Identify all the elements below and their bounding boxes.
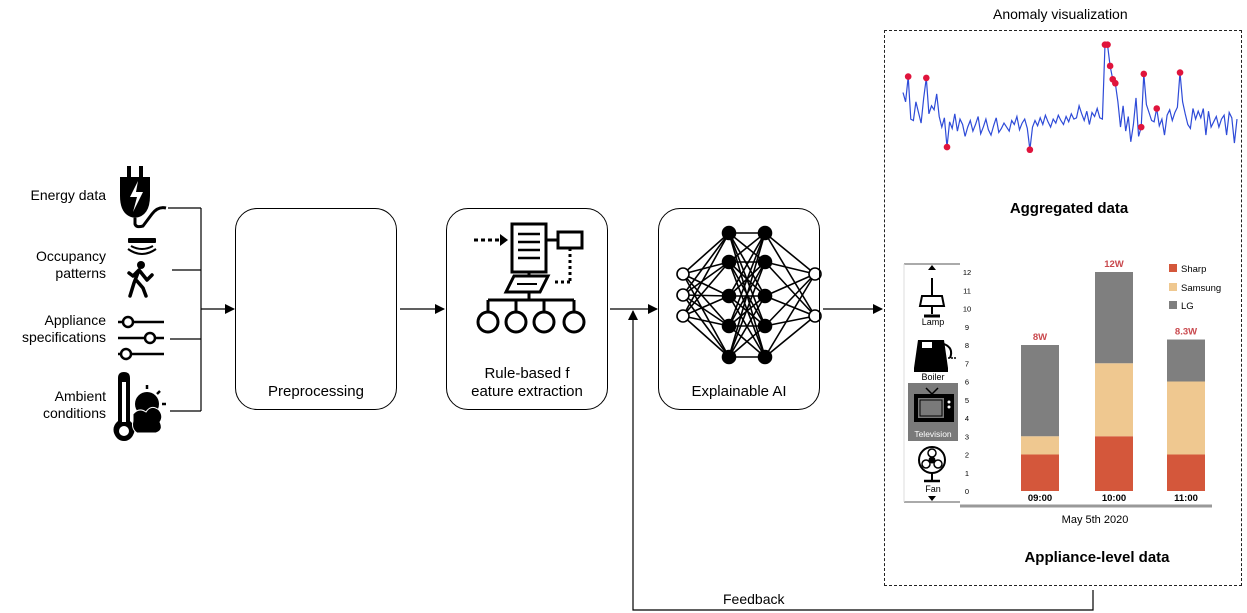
legend-label: Samsung (1181, 283, 1221, 294)
y-tick-label: 11 (963, 286, 971, 295)
thermometer-sun-icon (113, 372, 166, 441)
nn-node (808, 267, 822, 281)
bar-total-label: 8W (1033, 332, 1047, 343)
nn-node (757, 318, 773, 334)
feedback-label: Feedback (723, 591, 785, 607)
bar-total-label: 12W (1104, 259, 1124, 270)
scroll-down-arrow-icon[interactable] (928, 496, 936, 501)
input-label-energy: Energy data (30, 187, 107, 203)
nn-node (721, 254, 737, 270)
legend-label: LG (1181, 301, 1194, 312)
nn-node (676, 309, 690, 323)
stage-label: Preprocessing (268, 383, 364, 400)
legend-label: Sharp (1181, 264, 1206, 275)
tv-icon[interactable] (914, 387, 954, 422)
appliance-title: Appliance-level data (1024, 549, 1170, 566)
bar-segment-samsung (1095, 363, 1133, 437)
anomaly-point (904, 73, 912, 80)
plug-icon (120, 166, 167, 229)
bar-segment-sharp (1095, 436, 1133, 491)
y-tick-label: 5 (965, 396, 969, 405)
nn-node (808, 309, 822, 323)
anomaly-point (1112, 79, 1119, 87)
bar-segment-samsung (1167, 381, 1205, 455)
y-tick-label: 8 (965, 341, 969, 350)
stage-preprocessing: Preprocessing (235, 208, 397, 410)
x-axis-label: May 5th 2020 (1062, 514, 1129, 526)
bar-segment-sharp (1021, 454, 1059, 491)
anomaly-point (1106, 62, 1114, 70)
bar-segment-sharp (1167, 454, 1205, 491)
nn-node (721, 288, 737, 304)
y-tick-label: 12 (963, 268, 971, 277)
anomaly-point (1137, 123, 1145, 131)
appliance-label-boiler: Boiler (921, 372, 945, 382)
nn-node (676, 267, 690, 281)
nn-node (721, 349, 737, 365)
nn-node (676, 288, 690, 302)
input-connectors (168, 207, 235, 412)
y-tick-label: 6 (965, 378, 969, 387)
anomaly-point (1104, 41, 1111, 48)
appliance-label-lamp: Lamp (921, 317, 945, 327)
aggregated-title: Aggregated data (1009, 200, 1129, 217)
panel-title: Anomaly visualization (993, 6, 1128, 22)
bar-segment-lg (1095, 272, 1133, 364)
legend-swatch (1169, 283, 1177, 291)
input-label-occupancy: Occupancy patterns (35, 248, 106, 281)
legend-swatch (1169, 301, 1177, 309)
bar-segment-lg (1167, 339, 1205, 382)
input-label-appliance-specs: Appliance specifications (21, 312, 106, 345)
y-tick-label: 9 (965, 323, 969, 332)
y-tick-label: 3 (965, 432, 969, 441)
stage-explainable-ai: Explainable AI (658, 208, 820, 410)
x-tick-label: 11:00 (1174, 493, 1198, 504)
stage-connectors (400, 304, 1094, 611)
nn-node (757, 349, 773, 365)
input-label-ambient: Ambient conditions (42, 388, 106, 421)
anomaly-panel (884, 30, 1242, 586)
bar-total-label: 8.3W (1175, 327, 1197, 338)
anomaly-point (943, 143, 951, 151)
stage-label: Explainable AI (691, 383, 787, 400)
stage-feature-extraction: Rule-based f eature extraction (446, 208, 608, 410)
fan-icon[interactable] (918, 446, 946, 483)
nn-node (721, 225, 737, 241)
sliders-icon (118, 315, 164, 361)
y-tick-label: 10 (963, 305, 971, 314)
x-tick-label: 09:00 (1028, 493, 1052, 504)
feature-extraction-icon (474, 222, 586, 334)
y-tick-label: 7 (965, 359, 969, 368)
x-tick-label: 10:00 (1102, 493, 1126, 504)
person-sensor-icon (127, 238, 157, 298)
anomaly-point (1153, 105, 1161, 112)
bar-segment-samsung (1021, 436, 1059, 455)
bar-segment-lg (1021, 345, 1059, 437)
anomaly-point (1140, 70, 1148, 78)
legend-swatch (1169, 264, 1177, 272)
aggregated-line-chart (902, 41, 1238, 154)
y-tick-label: 4 (965, 414, 969, 423)
scroll-up-arrow-icon[interactable] (928, 265, 936, 270)
y-tick-label: 0 (965, 487, 969, 496)
appliance-bar-chart: 01234567891011128W09:0012W10:008.3W11:00… (960, 259, 1221, 526)
aggregated-series-line (902, 44, 1238, 150)
anomaly-point (923, 74, 930, 82)
nn-node (757, 225, 773, 241)
anomaly-point (1176, 69, 1184, 76)
appliance-label-television: Television (914, 429, 952, 439)
stage-label: Rule-based f eature extraction (471, 365, 583, 400)
appliance-selector[interactable] (903, 263, 960, 503)
y-tick-label: 1 (965, 469, 969, 478)
nn-node (757, 288, 773, 304)
y-tick-label: 2 (965, 451, 969, 460)
nn-node (757, 254, 773, 270)
appliance-label-fan: Fan (925, 484, 941, 494)
neural-network-icon (676, 225, 822, 365)
kettle-icon[interactable] (914, 340, 956, 372)
anomaly-point (1026, 146, 1034, 154)
lamp-icon[interactable] (918, 278, 946, 318)
nn-node (721, 318, 737, 334)
